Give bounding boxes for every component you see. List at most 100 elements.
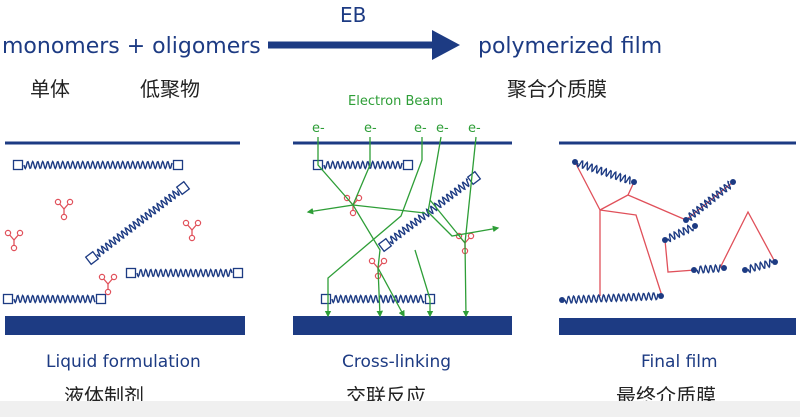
crosslink-line: [599, 209, 663, 297]
end-group: [84, 250, 100, 266]
end-group: [125, 267, 137, 279]
chain-wave: [696, 263, 721, 275]
electron-beam-path: [414, 249, 434, 318]
eb-label: EB: [340, 3, 367, 27]
polymerized-film-cn-label: 聚合介质膜: [507, 77, 607, 101]
electron-beam-path: [324, 137, 423, 318]
monomer-node: [4, 229, 12, 237]
oligomer-chain: [683, 179, 736, 223]
electron-beam-path: [352, 204, 426, 214]
oligomer-chain: [559, 291, 664, 305]
cross-linking-caption: Cross-linking: [342, 352, 452, 372]
end-group: [12, 159, 24, 171]
end-group: [172, 159, 184, 171]
oligomer-chain: [742, 258, 778, 274]
polymerized-film-label: polymerized film: [478, 34, 663, 59]
end-group: [662, 237, 668, 243]
monomer-node: [54, 198, 62, 206]
end-group: [772, 259, 778, 265]
monomer-node: [16, 229, 24, 237]
crosslink-panel-frame: [293, 141, 512, 335]
oligomer-chain: [12, 159, 184, 171]
oligomer-chain: [312, 159, 414, 171]
chain-wave: [323, 160, 403, 170]
oligomer-chain: [572, 159, 637, 185]
end-group: [232, 267, 244, 279]
oligomer-chain: [691, 263, 727, 275]
final-film-caption: Final film: [641, 352, 718, 372]
final-panel-frame: [559, 141, 796, 335]
chain-wave: [13, 294, 96, 304]
end-group: [730, 179, 736, 185]
chain-wave: [23, 160, 173, 170]
monomer-node: [368, 257, 376, 265]
electron-label: e-: [414, 121, 427, 136]
monomer: [98, 273, 118, 296]
end-group: [631, 179, 637, 185]
monomer-node: [10, 244, 18, 252]
process-arrow: [268, 30, 460, 60]
liquid-formulation-caption: Liquid formulation: [46, 352, 201, 372]
oligomer-chain: [84, 180, 191, 266]
end-group: [559, 297, 565, 303]
electron-beam-path: [427, 136, 500, 237]
monomer: [4, 229, 24, 252]
oligomer-chain: [662, 223, 698, 243]
chain-wave: [331, 294, 425, 304]
chain-wave: [564, 291, 659, 305]
bottom-strip: [0, 401, 800, 417]
electron-beam-path: [376, 267, 384, 318]
oligomer-chain: [125, 267, 244, 279]
monomer-node: [66, 198, 74, 206]
liquid-panel-frame: [5, 141, 245, 335]
crosslink-line: [627, 181, 734, 221]
monomer-node: [467, 232, 475, 240]
end-group: [377, 237, 393, 253]
electron-label: e-: [364, 121, 377, 136]
electron-beam-path: [352, 137, 405, 318]
monomer-node: [104, 288, 112, 296]
chain-wave: [747, 258, 773, 274]
monomer-node: [98, 273, 106, 281]
end-group: [683, 217, 689, 223]
monomer: [54, 198, 74, 221]
end-group: [2, 293, 14, 305]
chain-wave: [667, 224, 694, 243]
substrate-bar: [293, 316, 512, 335]
monomer: [182, 219, 202, 242]
chain-wave: [576, 160, 631, 185]
monomer-cn-label: 单体: [30, 77, 70, 101]
end-group: [721, 265, 727, 271]
electron-beam-path: [429, 199, 466, 244]
monomer-node: [380, 257, 388, 265]
crosslink-line: [719, 210, 776, 269]
end-group: [466, 170, 482, 186]
chain-wave: [136, 268, 233, 278]
oligomer-cn-label: 低聚物: [140, 77, 200, 101]
crosslink-line: [574, 161, 601, 296]
monomers-oligomers-label: monomers + oligomers: [2, 34, 261, 59]
end-group: [175, 180, 191, 196]
end-group: [658, 293, 664, 299]
electron-beam-path: [462, 136, 477, 318]
monomer-node: [194, 219, 202, 227]
substrate-bar: [5, 316, 245, 335]
end-group: [572, 159, 578, 165]
electron-label: e-: [436, 121, 449, 136]
oligomer-chain: [320, 293, 436, 305]
electron-beam-label: Electron Beam: [348, 94, 443, 109]
monomer-node: [110, 273, 118, 281]
end-group: [402, 159, 414, 171]
crosslink-line: [664, 239, 696, 273]
end-group: [742, 267, 748, 273]
chain-wave: [687, 180, 731, 221]
oligomer-chain: [2, 293, 107, 305]
end-group: [692, 223, 698, 229]
electron-label: e-: [312, 121, 325, 136]
substrate-bar: [559, 318, 796, 335]
electron-label: e-: [468, 121, 481, 136]
monomer-node: [349, 209, 357, 217]
end-group: [691, 267, 697, 273]
end-group: [320, 293, 332, 305]
